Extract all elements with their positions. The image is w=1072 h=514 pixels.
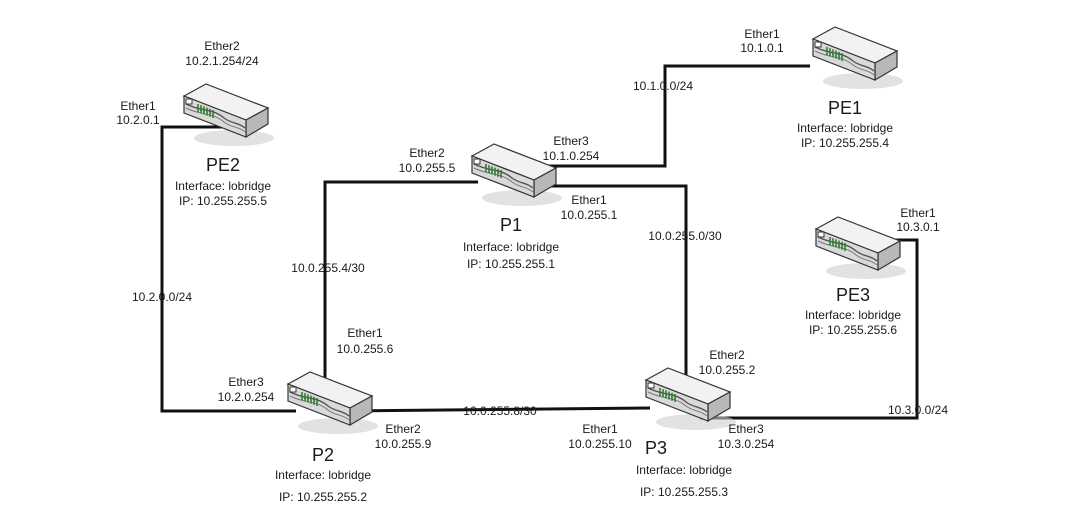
router-pe2[interactable] [176, 82, 276, 152]
p3-name: P3 [644, 438, 668, 458]
pe3-ether1-ip: 10.3.0.1 [896, 220, 940, 234]
p3-interface: Interface: lobridge [635, 463, 733, 477]
p1-ether2-ip: 10.0.255.5 [398, 161, 456, 175]
pe3-name: PE3 [835, 285, 871, 305]
p1-interface: Interface: lobridge [462, 240, 560, 254]
p1-ether2-name: Ether2 [409, 146, 445, 160]
p2-ether3-ip: 10.2.0.254 [217, 390, 275, 404]
net-label-10-0-255-0: 10.0.255.0/30 [648, 229, 722, 243]
pe2-interface: Interface: lobridge [174, 179, 272, 193]
p3-ether1-ip: 10.0.255.10 [568, 437, 632, 451]
p3-ether3-name: Ether3 [728, 422, 764, 436]
router-pe3[interactable] [808, 215, 908, 285]
router-icon [286, 371, 378, 434]
p2-ether2-name: Ether2 [385, 422, 421, 436]
p1-ether3-name: Ether3 [553, 134, 589, 148]
pe2-name: PE2 [205, 155, 241, 175]
router-icon [811, 26, 903, 89]
p1-ip: IP: 10.255.255.1 [466, 257, 556, 271]
p1-ether1-ip: 10.0.255.1 [560, 208, 618, 222]
p2-ether2-ip: 10.0.255.9 [374, 437, 432, 451]
pe2-ether2-name: Ether2 [204, 39, 240, 53]
router-icon [470, 143, 562, 206]
pe1-ether1-ip: 10.1.0.1 [740, 41, 784, 55]
pe2-ether1-name: Ether1 [120, 99, 156, 113]
net-label-10-2-0-0: 10.2.0.0/24 [131, 290, 193, 304]
pe3-interface: Interface: lobridge [804, 308, 902, 322]
p2-name: P2 [311, 445, 335, 465]
router-icon [644, 367, 736, 430]
p2-ether1-name: Ether1 [347, 326, 383, 340]
p3-ether2-name: Ether2 [709, 348, 745, 362]
router-icon [182, 83, 274, 146]
p2-interface: Interface: lobridge [274, 468, 372, 482]
p2-ether3-name: Ether3 [228, 375, 264, 389]
pe1-ip: IP: 10.255.255.4 [800, 136, 890, 150]
pe3-ip: IP: 10.255.255.6 [808, 323, 898, 337]
p1-ether1-name: Ether1 [571, 193, 607, 207]
net-label-10-3-0-0: 10.3.0.0/24 [887, 403, 949, 417]
net-label-10-0-255-8: 10.0.255.8/30 [463, 404, 537, 418]
pe2-ether2-ip: 10.2.1.254/24 [185, 54, 259, 68]
link-p1-p3 [540, 184, 688, 392]
link-pe1-p1 [540, 64, 810, 168]
p3-ether3-ip: 10.3.0.254 [717, 437, 775, 451]
net-label-10-1-0-0: 10.1.0.0/24 [632, 79, 694, 93]
p3-ip: IP: 10.255.255.3 [639, 485, 729, 499]
router-p3[interactable] [638, 366, 738, 436]
router-p2[interactable] [280, 370, 380, 440]
p2-ether1-ip: 10.0.255.6 [336, 342, 394, 356]
link-p1-p2 [323, 180, 478, 408]
pe3-ether1-name: Ether1 [900, 206, 936, 220]
p3-ether1-name: Ether1 [582, 422, 618, 436]
pe2-ether1-ip: 10.2.0.1 [116, 113, 160, 127]
router-p1[interactable] [464, 142, 564, 212]
pe2-ip: IP: 10.255.255.5 [178, 194, 268, 208]
pe1-interface: Interface: lobridge [796, 121, 894, 135]
router-icon [814, 216, 906, 279]
p3-ether2-ip: 10.0.255.2 [698, 363, 756, 377]
pe1-ether1-name: Ether1 [744, 27, 780, 41]
net-label-10-0-255-4: 10.0.255.4/30 [291, 261, 365, 275]
p2-ip: IP: 10.255.255.2 [278, 490, 368, 504]
p1-ether3-ip: 10.1.0.254 [542, 149, 600, 163]
pe1-name: PE1 [827, 98, 863, 118]
p1-name: P1 [499, 215, 523, 235]
router-pe1[interactable] [805, 25, 905, 95]
link-p2-p3 [339, 406, 651, 413]
